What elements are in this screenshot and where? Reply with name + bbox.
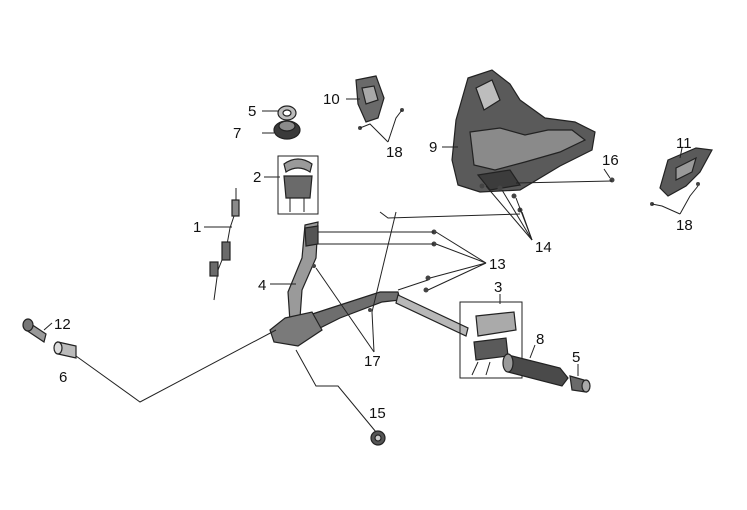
grip-ring-upper — [277, 105, 297, 121]
callout-18-left: 18 — [386, 144, 403, 161]
callout-3: 3 — [494, 279, 502, 296]
callout-15: 15 — [369, 405, 386, 422]
switch-housing — [459, 301, 523, 379]
throttle-sleeve — [273, 120, 301, 140]
callout-10: 10 — [323, 91, 340, 108]
callout-14: 14 — [535, 239, 552, 256]
callout-7: 7 — [233, 125, 241, 142]
callout-1: 1 — [193, 219, 201, 236]
callout-6: 6 — [59, 369, 67, 386]
bar-end-weight — [569, 375, 591, 393]
callout-18-right: 18 — [676, 217, 693, 234]
clamp-bolt — [22, 318, 47, 343]
callout-2: 2 — [253, 169, 261, 186]
callout-12: 12 — [54, 316, 71, 333]
right-small-cover — [659, 147, 713, 197]
callout-13: 13 — [489, 256, 506, 273]
leader-lines — [43, 98, 699, 433]
left-small-cover — [355, 75, 385, 123]
callout-5-upper: 5 — [248, 103, 256, 120]
handlebar-front-cover — [451, 69, 596, 193]
callout-labels: 1 2 3 4 5 5 6 7 8 9 10 11 12 13 14 15 16… — [54, 91, 693, 422]
callout-16: 16 — [602, 152, 619, 169]
callout-8: 8 — [536, 331, 544, 348]
callout-5-lower: 5 — [572, 349, 580, 366]
throttle-cable — [209, 188, 240, 301]
callout-9: 9 — [429, 139, 437, 156]
bolt-collar — [53, 341, 77, 359]
callout-11: 11 — [676, 135, 692, 152]
throttle-housing — [277, 155, 319, 215]
callout-17: 17 — [364, 353, 381, 370]
handle-grip — [502, 353, 569, 387]
clamp-nut — [370, 430, 386, 446]
handlebar-frame — [269, 221, 469, 347]
callout-4: 4 — [258, 277, 266, 294]
